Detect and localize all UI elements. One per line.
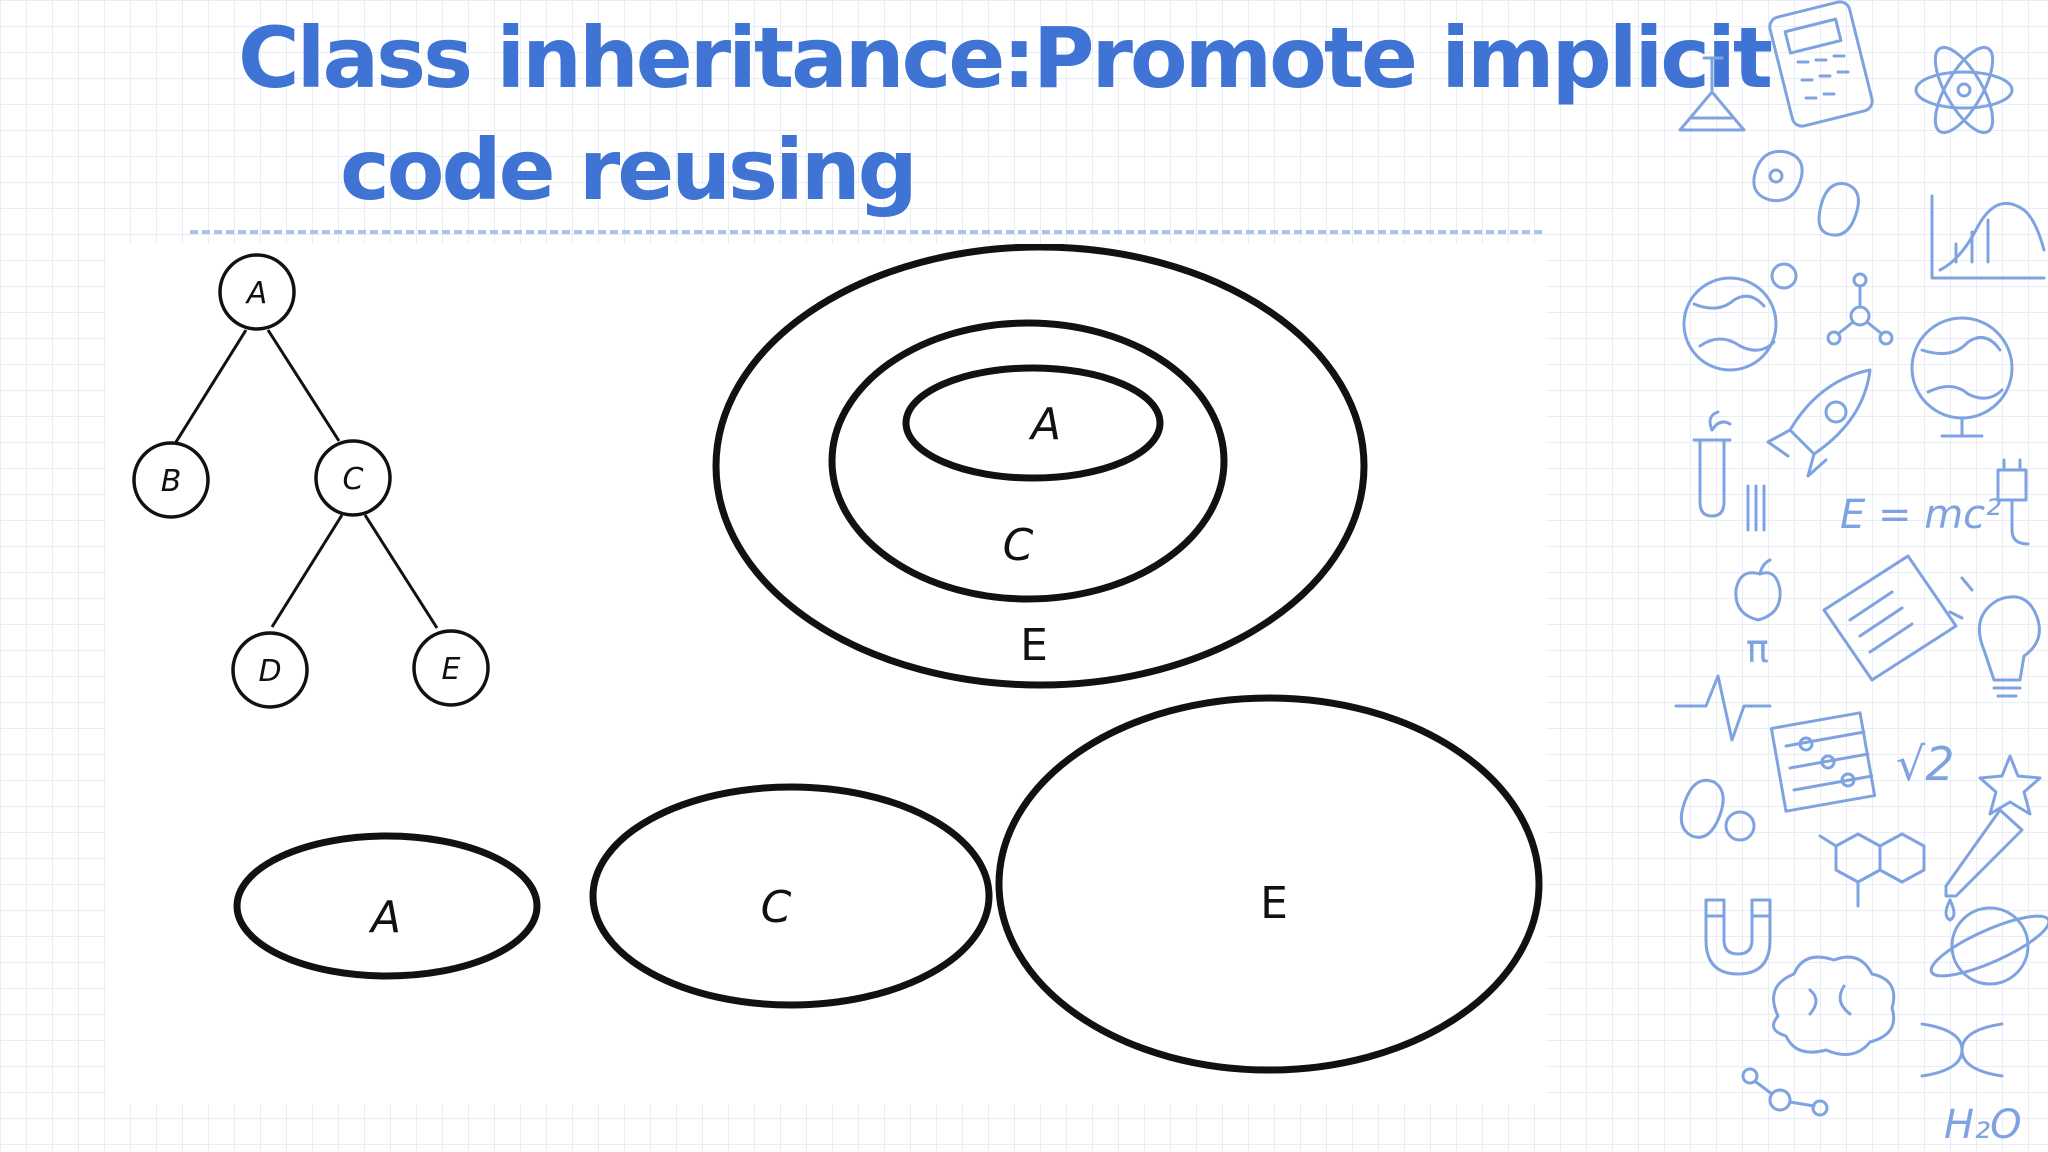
pipette-icon — [1944, 808, 2024, 922]
tree-node-c-label: C — [343, 462, 364, 497]
formula-text: E = mc² — [1840, 492, 2001, 538]
tree-node-c: C — [314, 439, 392, 517]
tree-node-a-label: A — [245, 276, 268, 311]
separate-label-e: E — [1260, 878, 1288, 929]
nested-ellipse-a — [902, 364, 1164, 482]
plug-icon — [1996, 458, 2030, 546]
tree-node-e-label: E — [442, 652, 461, 687]
inheritance-figure: A B C D E A C E — [106, 244, 1546, 1104]
hexagon-molecule-icon — [1818, 832, 1926, 908]
tree-node-d: D — [231, 631, 309, 709]
nested-label-e: E — [1020, 620, 1048, 671]
nested-label-a: A — [1028, 399, 1061, 450]
inheritance-diagram-canvas: A B C D E A C E — [132, 244, 1543, 1074]
book-icon — [1822, 554, 1958, 682]
nested-object-layout — [712, 244, 1368, 689]
pills-icon — [1679, 778, 1756, 842]
dna-icon — [1920, 1022, 2004, 1078]
tree-edge-c-d — [270, 514, 344, 628]
separate-ellipse-e — [995, 694, 1543, 1074]
science-doodle-panel: E = mc² π √2 — [1660, 0, 2048, 1152]
separate-label-a: A — [368, 892, 401, 943]
slide-title-line-1: Class inheritance:Promote implicit — [238, 9, 1773, 107]
abacus-icon — [1769, 711, 1877, 813]
tree-node-e: E — [412, 629, 490, 707]
separate-ellipse-a — [233, 832, 541, 980]
brain-icon — [1772, 955, 1896, 1056]
nested-ellipse-e — [712, 244, 1368, 689]
tree-edge-a-b — [174, 329, 248, 443]
pulse-icon — [1674, 674, 1772, 742]
tree-edge-c-e — [363, 514, 439, 629]
tree-node-a: A — [218, 253, 296, 331]
atom-icon — [1914, 45, 2014, 135]
separate-label-c: C — [761, 882, 792, 933]
nested-ellipse-c — [828, 319, 1228, 603]
globe-icon — [1910, 316, 2014, 438]
sqrt-text: √2 — [1896, 737, 1955, 791]
slide-title-line-2: code reusing — [340, 121, 918, 219]
chart-icon — [1930, 194, 2046, 280]
lightbulb-icon — [1948, 576, 2041, 698]
calculator-icon — [1768, 0, 1874, 128]
water-formula-text: H₂O — [1944, 1102, 2022, 1148]
star-icon — [1978, 754, 2042, 816]
globe-icon — [1682, 262, 1798, 372]
planet-icon — [1929, 906, 2048, 986]
tree-node-b-label: B — [161, 464, 182, 499]
nested-label-c: C — [1003, 520, 1034, 571]
flask-icon — [1678, 56, 1746, 132]
apple-icon — [1734, 484, 1782, 622]
title-divider — [190, 230, 1542, 234]
magnet-icon — [1704, 898, 1772, 976]
separate-ellipse-c — [589, 783, 993, 1009]
tree-node-d-label: D — [258, 654, 281, 689]
tree-edges — [174, 329, 439, 629]
test-tube-icon — [1692, 410, 1732, 518]
separate-objects — [233, 694, 1543, 1074]
molecule-icon — [1826, 272, 1894, 346]
rocket-icon — [1766, 368, 1872, 478]
tree-node-b: B — [132, 441, 210, 519]
bacteria-icon — [1752, 149, 1860, 237]
molecule-icon — [1741, 1067, 1829, 1117]
pi-text: π — [1746, 627, 1769, 671]
tree-edge-a-c — [266, 329, 341, 442]
